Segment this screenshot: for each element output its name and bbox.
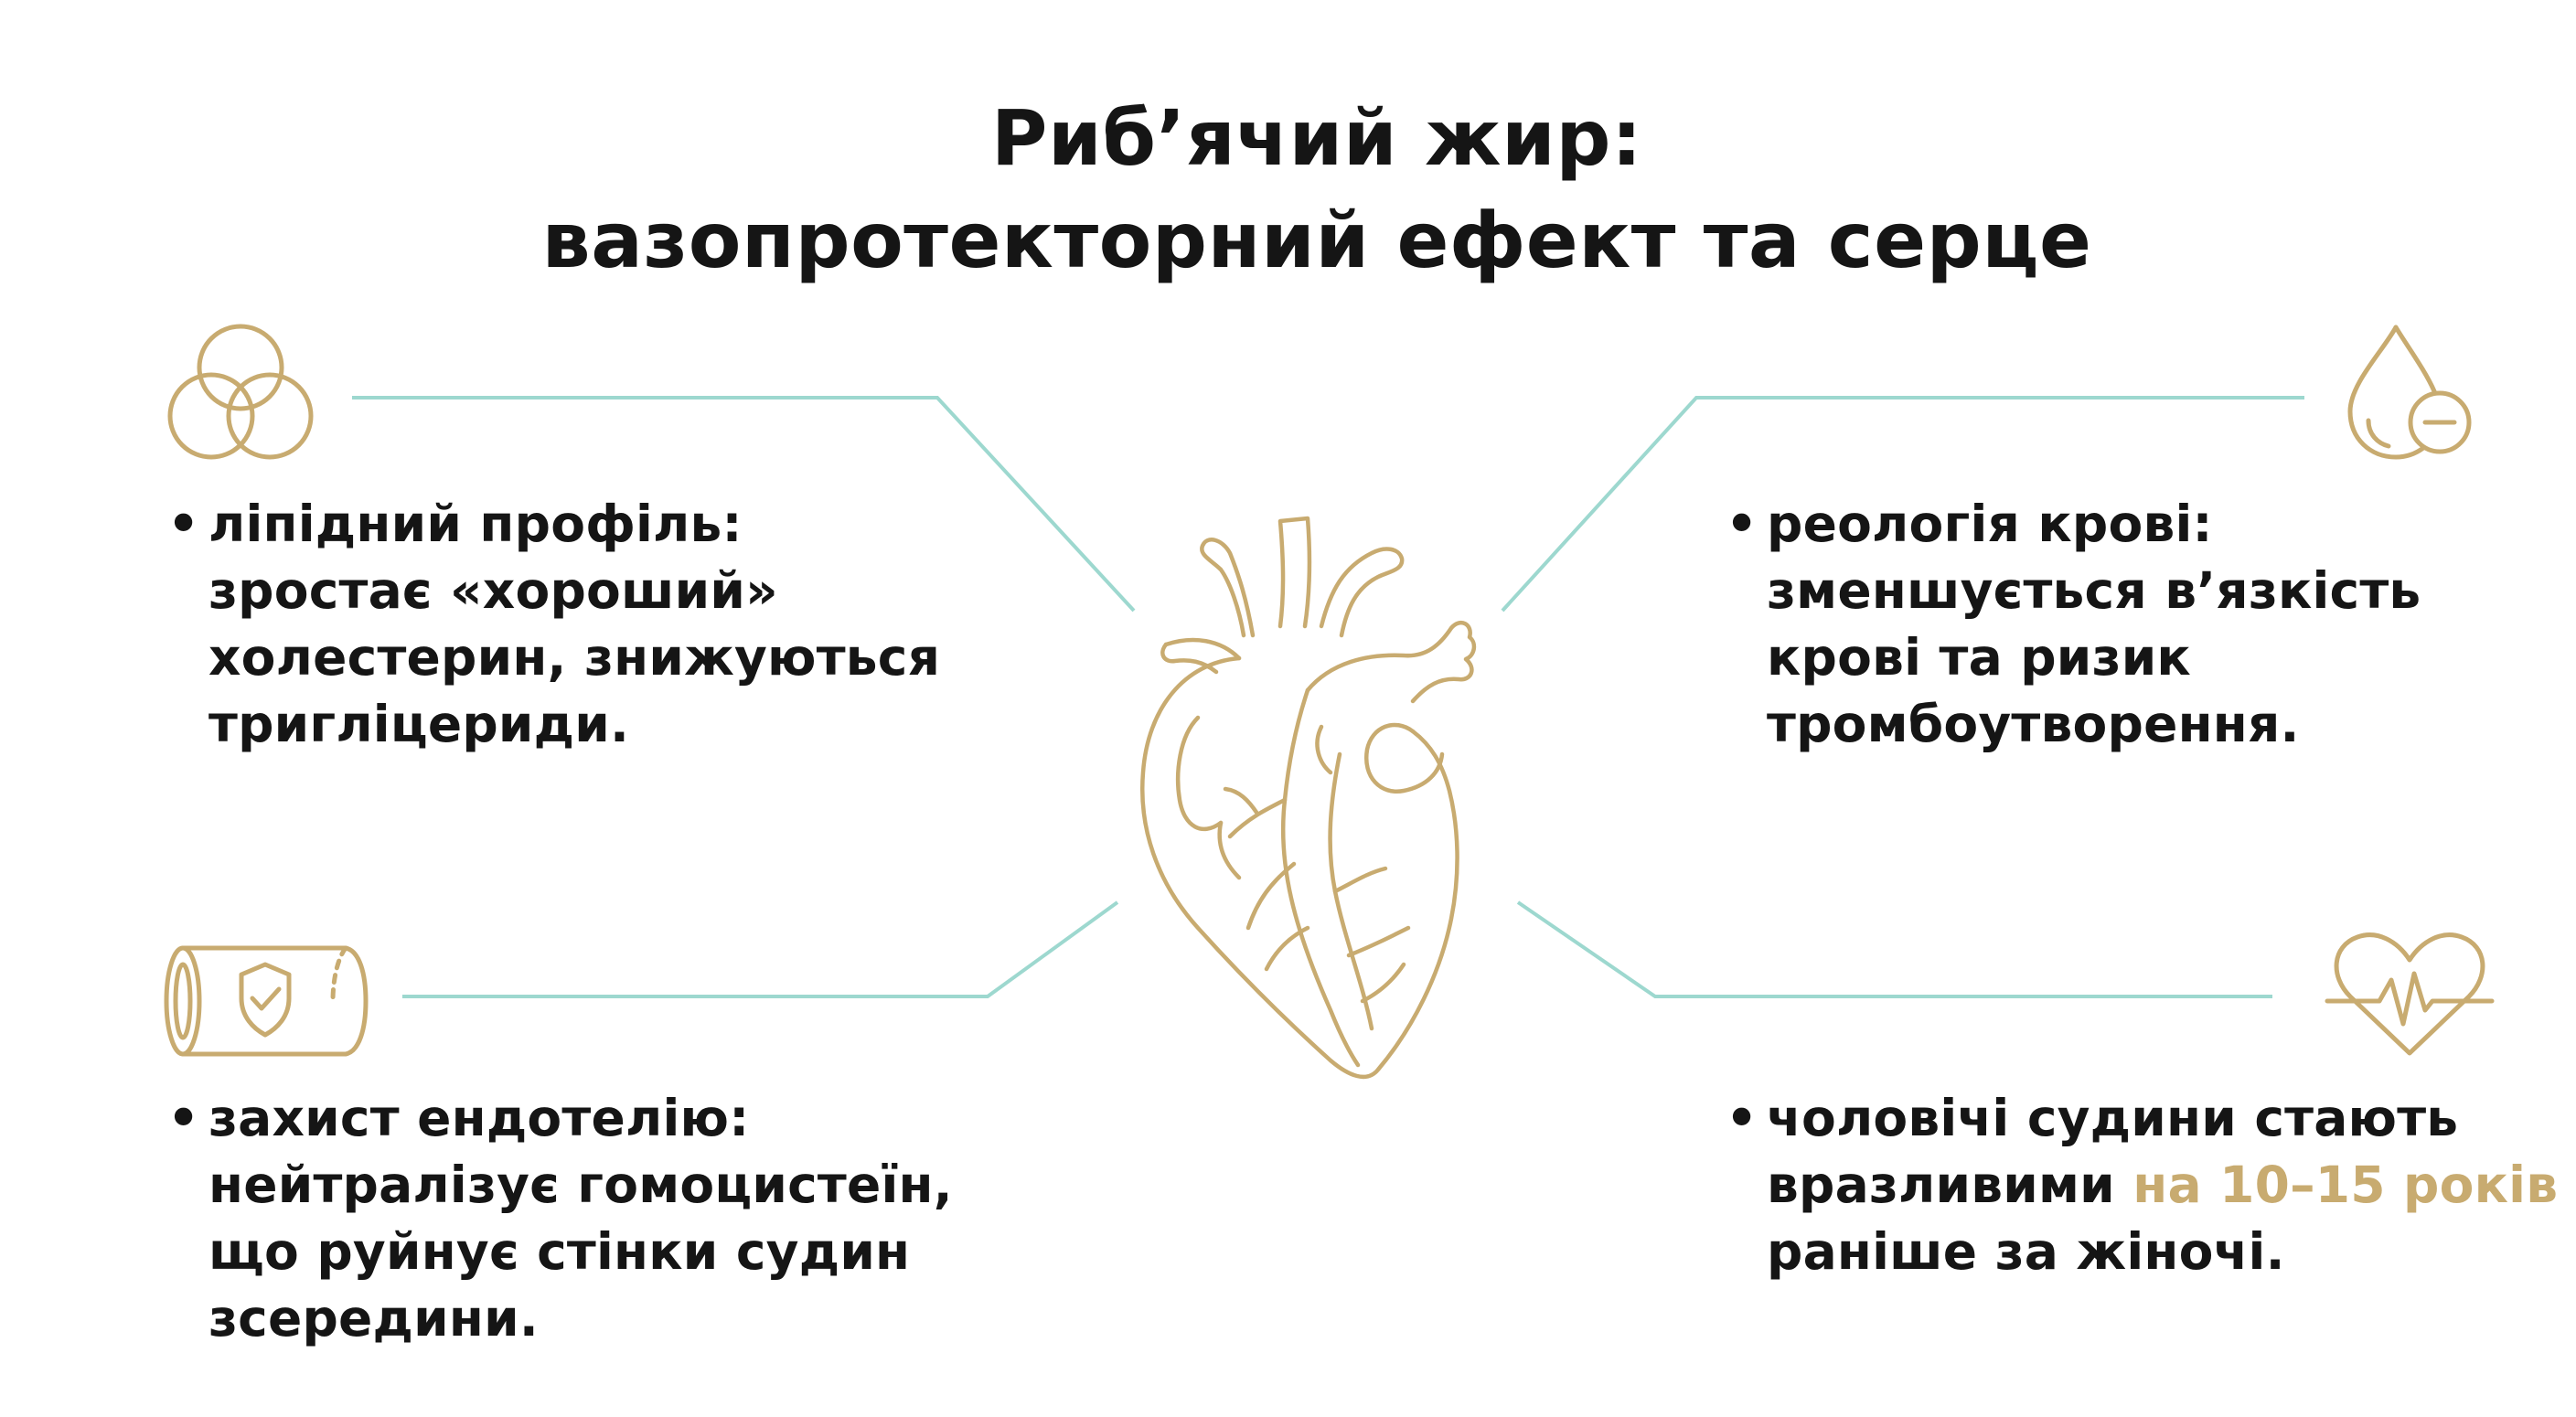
heart-pulse-icon <box>2323 923 2496 1060</box>
rheology-line-1: реологія крові: <box>1767 495 2213 553</box>
male-vessels-block: • чоловічі судини стають вразливими на 1… <box>1726 1085 2558 1285</box>
rheology-line-3: крові та ризик <box>1767 628 2191 687</box>
connector-bottom-right <box>1516 900 2272 998</box>
bullet: • <box>167 495 200 553</box>
lipid-profile-block: • ліпідний профіль: зростає «хороший» хо… <box>167 491 941 758</box>
blood-rheology-block: • реологія крові: зменшується в’язкість … <box>1726 491 2421 758</box>
lipid-line-1: ліпідний профіль: <box>208 495 743 553</box>
lipid-line-2: зростає «хороший» <box>208 561 778 620</box>
bullet: • <box>1726 1089 1758 1147</box>
men-line-3: раніше за жіночі. <box>1767 1222 2285 1281</box>
connector-bottom-left <box>402 900 1119 998</box>
title-line-2: вазопротекторний ефект та серце <box>541 196 2092 285</box>
central-heart <box>1111 498 1532 1092</box>
connector-top-right <box>1501 396 2304 613</box>
page-title: Риб’ячий жир: вазопротекторний ефект та … <box>0 87 2576 292</box>
bullet: • <box>167 1089 200 1147</box>
lipid-line-4: тригліцериди. <box>208 695 630 753</box>
endothelium-line-1: захист ендотелію: <box>208 1089 750 1147</box>
endothelium-line-4: зсередини. <box>208 1289 539 1348</box>
drop-minus-icon <box>2341 320 2478 466</box>
bullet: • <box>1726 495 1758 553</box>
men-line-2: вразливими на 10–15 років <box>1767 1152 2558 1219</box>
endothelium-protection-block: • захист ендотелію: нейтралізує гомоцист… <box>167 1085 953 1352</box>
endothelium-line-3: що руйнує стінки судин <box>208 1222 911 1281</box>
overlapping-circles-icon <box>163 320 318 466</box>
rheology-line-4: тромбоутворення. <box>1767 695 2300 753</box>
men-line-1: чоловічі судини стають <box>1767 1089 2459 1147</box>
men-line-2-text: вразливими <box>1767 1156 2133 1214</box>
rheology-line-2: зменшується в’язкість <box>1767 561 2421 620</box>
vessel-shield-icon <box>163 942 369 1060</box>
title-line-1: Риб’ячий жир: <box>990 93 1643 183</box>
endothelium-line-2: нейтралізує гомоцистеїн, <box>208 1156 953 1214</box>
heart-outline-icon <box>1140 516 1477 1080</box>
connector-top-left <box>352 396 1136 613</box>
lipid-line-3: холестерин, знижуються <box>208 628 941 687</box>
men-highlight: на 10–15 років <box>2132 1156 2559 1214</box>
